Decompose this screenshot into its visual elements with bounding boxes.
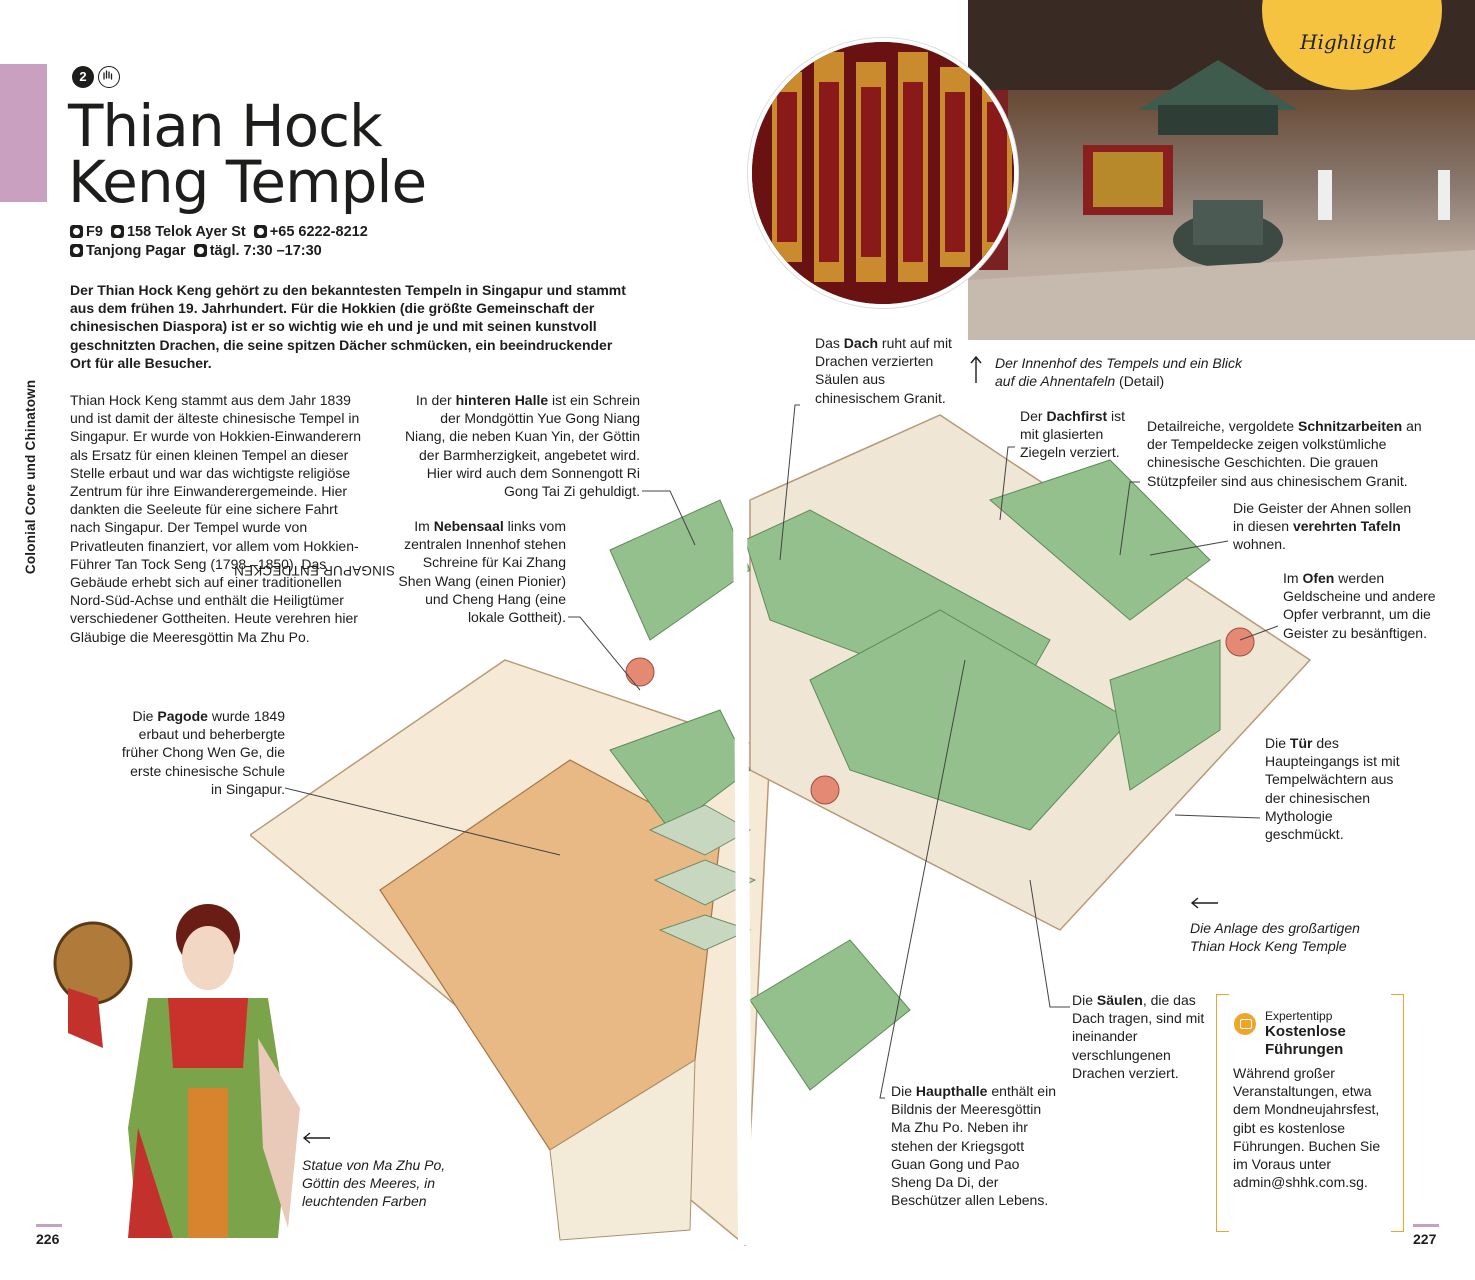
metro-station: Tanjong Pagar [86, 243, 186, 259]
label-text: In der [415, 392, 456, 408]
label-keyword: Dach [843, 335, 879, 351]
info-block: F9 158 Telok Ayer St +65 6222-8212 Tanjo… [70, 223, 400, 261]
phone: +65 6222-8212 [269, 224, 368, 240]
ma-zhu-po-statue-photo [28, 898, 303, 1243]
label-saeulen: Die Säulen, die das Dach tragen, sind mi… [1072, 991, 1212, 1082]
tip-bracket-right [1391, 994, 1404, 1232]
label-dach: Das Dach ruht auf mit Drachen verzierten… [815, 334, 955, 407]
label-keyword: Pagode [157, 708, 208, 724]
label-text: Im [1283, 570, 1303, 586]
courtyard-caption: Der Innenhof des Tempels und ein Blick a… [995, 354, 1255, 390]
label-text: Im [414, 518, 434, 534]
hand-icon [98, 66, 120, 88]
label-text: des Haupteingangs ist mit Tempelwächtern… [1265, 735, 1400, 843]
tip-text: Während großer Veranstaltungen, etwa dem… [1233, 1065, 1381, 1191]
arrow-up-icon [968, 355, 984, 385]
ancestral-tablets-photo [748, 38, 1018, 308]
entry-number-badge: 2 [72, 66, 94, 88]
courtyard-caption-text: Der Innenhof des Tempels und ein Blick a… [995, 355, 1242, 389]
arrow-left-icon [1190, 895, 1220, 911]
clock-icon [193, 244, 207, 257]
label-text: wurde 1849 erbaut und beherbergte früher… [121, 708, 285, 797]
page-number-right: 227 [1413, 1231, 1437, 1247]
label-text: Der [1020, 408, 1047, 424]
label-pagode: Die Pagode wurde 1849 erbaut und beherbe… [120, 707, 285, 798]
temple-courtyard-photo [968, 0, 1475, 340]
label-keyword: Nebensaal [433, 518, 504, 534]
map-pin-icon [70, 225, 83, 238]
label-text: Die [891, 1083, 916, 1099]
arrow-left-icon [302, 1130, 332, 1146]
label-text: Die Geister der Ahnen sollen in diesen [1233, 500, 1412, 535]
label-ofen: Im Ofen werden Geldscheine und andere Op… [1283, 569, 1453, 642]
label-keyword: hinteren Halle [455, 392, 549, 408]
body-text: Thian Hock Keng stammt aus dem Jahr 1839… [70, 392, 362, 645]
label-text: Die [1072, 992, 1097, 1008]
label-nebensaal: Im Nebensaal links vom zentralen Innenho… [396, 517, 566, 626]
label-tafeln: Die Geister der Ahnen sollen in diesen v… [1233, 499, 1413, 554]
label-text: Das [815, 335, 844, 351]
tip-kicker: Expertentipp [1265, 1009, 1333, 1023]
page-number-left: 226 [36, 1231, 60, 1247]
label-text: ist mit glasierten Ziegeln verziert. [1020, 408, 1126, 461]
label-text: ist ein Schrein der Mondgöttin Yue Gong … [404, 392, 640, 500]
illustration-caption: Die Anlage des großartigen Thian Hock Ke… [1190, 920, 1360, 954]
label-text: Die [132, 708, 158, 724]
label-text: Die [1265, 735, 1290, 751]
metro-icon [70, 244, 83, 257]
courtyard-caption-detail: (Detail) [1119, 373, 1165, 389]
label-text: wohnen. [1233, 536, 1286, 553]
label-text: enthält ein Bildnis der Meeresgöttin Ma … [891, 1083, 1056, 1209]
tip-title: Kostenlose Führungen [1265, 1023, 1346, 1058]
label-tuer: Die Tür des Haupteingangs ist mit Tempel… [1265, 734, 1405, 843]
label-text: werden Geldscheine und andere Opfer verb… [1283, 570, 1436, 641]
label-haupthalle: Die Haupthalle enthält ein Bildnis der M… [891, 1082, 1061, 1209]
intro-text: Der Thian Hock Keng gehört zu den bekann… [70, 282, 626, 371]
grid-ref: F9 [86, 224, 103, 240]
section-tab [0, 64, 47, 202]
label-keyword: Dachfirst [1046, 408, 1108, 424]
page-title: Thian Hock Keng Temple [68, 92, 427, 216]
highlight-label: Highlight [1300, 30, 1397, 54]
label-schnitzarbeiten: Detailreiche, vergoldete Schnitzarbeiten… [1147, 417, 1422, 490]
label-keyword: Tür [1289, 735, 1313, 751]
expert-tip-box [1216, 994, 1404, 1232]
address: 158 Telok Ayer St [126, 224, 246, 240]
label-text: ruht auf mit Drachen verzierten Säulen a… [815, 335, 952, 406]
label-text: Detailreiche, vergoldete [1147, 418, 1298, 434]
label-text: , die das Dach tragen, sind mit ineinand… [1072, 992, 1205, 1081]
home-icon [110, 225, 124, 238]
tip-bracket-left [1216, 994, 1229, 1232]
label-keyword: Ofen [1302, 570, 1335, 586]
phone-icon [253, 225, 267, 238]
label-dachfirst: Der Dachfirst ist mit glasierten Ziegeln… [1020, 407, 1130, 462]
page-number-bar [1413, 1224, 1439, 1227]
label-keyword: Haupthalle [915, 1083, 988, 1099]
label-keyword: Schnitzarbeiten [1297, 418, 1403, 434]
statue-caption: Statue von Ma Zhu Po, Göttin des Meeres,… [302, 1157, 446, 1209]
page-number-bar [36, 1224, 62, 1227]
label-keyword: verehrten Tafeln [1292, 518, 1401, 535]
label-text: links vom zentralen Innenhof stehen Schr… [398, 518, 566, 626]
opening-hours: tägl. 7:30 –17:30 [209, 243, 322, 259]
label-text: an der Tempeldecke zeigen volkstümliche … [1147, 418, 1422, 489]
label-keyword: Säulen [1096, 992, 1143, 1008]
title-line-1: Thian Hock [68, 92, 383, 160]
title-line-2: Keng Temple [68, 148, 427, 216]
temple-illustration [248, 410, 1320, 1250]
label-hintere-halle: In der hinteren Halle ist ein Schrein de… [402, 391, 640, 500]
speech-bubble-icon [1234, 1013, 1256, 1035]
